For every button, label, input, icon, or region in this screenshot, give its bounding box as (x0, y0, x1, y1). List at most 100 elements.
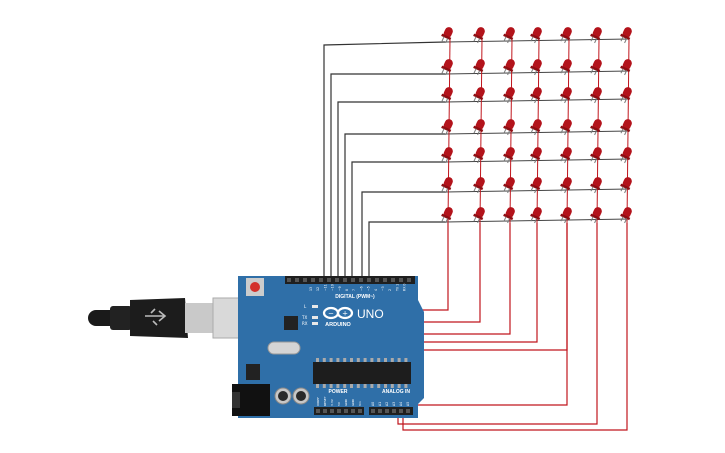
header-pin[interactable] (330, 409, 334, 413)
led-rim (560, 93, 571, 101)
header-pin[interactable] (385, 409, 389, 413)
led[interactable] (558, 25, 574, 44)
header-pin[interactable] (323, 409, 327, 413)
led[interactable] (471, 25, 487, 44)
header-pin[interactable] (391, 278, 395, 282)
led[interactable] (528, 25, 544, 44)
header-pin[interactable] (303, 278, 307, 282)
led[interactable] (471, 117, 487, 136)
led[interactable] (439, 25, 455, 44)
crystal (267, 341, 301, 355)
led-leg (473, 96, 477, 102)
led[interactable] (471, 175, 487, 194)
led-body (562, 59, 572, 70)
led-leg (620, 186, 624, 192)
led-body (622, 177, 632, 188)
led[interactable] (588, 175, 604, 194)
led[interactable] (528, 117, 544, 136)
header-pin[interactable] (399, 278, 403, 282)
led[interactable] (558, 145, 574, 164)
header-pin[interactable] (399, 409, 403, 413)
led[interactable] (558, 117, 574, 136)
led[interactable] (618, 57, 634, 76)
led-leg (445, 130, 449, 136)
header-pin[interactable] (295, 278, 299, 282)
led-leg (441, 96, 445, 102)
led[interactable] (588, 85, 604, 104)
power-label: POWER (329, 389, 348, 395)
led[interactable] (528, 145, 544, 164)
header-pin[interactable] (327, 278, 331, 282)
header-pin[interactable] (358, 409, 362, 413)
led[interactable] (558, 175, 574, 194)
led[interactable] (439, 175, 455, 194)
led[interactable] (439, 85, 455, 104)
led[interactable] (588, 57, 604, 76)
matrix-row-line (444, 130, 630, 135)
header-pin[interactable] (351, 278, 355, 282)
chip-pin (384, 358, 387, 362)
header-pin[interactable] (344, 409, 348, 413)
led-leg (594, 188, 598, 194)
led[interactable] (439, 117, 455, 136)
led-leg (530, 68, 534, 74)
led[interactable] (588, 25, 604, 44)
led[interactable] (501, 205, 517, 224)
header-pin[interactable] (371, 409, 375, 413)
led[interactable] (558, 205, 574, 224)
led[interactable] (618, 117, 634, 136)
led[interactable] (471, 57, 487, 76)
led[interactable] (618, 145, 634, 164)
header-pin[interactable] (359, 278, 363, 282)
led[interactable] (528, 57, 544, 76)
chip-pin (356, 384, 360, 388)
header-pin[interactable] (351, 409, 355, 413)
led[interactable] (588, 117, 604, 136)
led[interactable] (501, 117, 517, 136)
header-pin[interactable] (335, 278, 339, 282)
header-pin[interactable] (407, 278, 411, 282)
led[interactable] (588, 145, 604, 164)
led[interactable] (501, 145, 517, 164)
header-pin[interactable] (343, 278, 347, 282)
led[interactable] (528, 175, 544, 194)
led[interactable] (588, 205, 604, 224)
led[interactable] (618, 85, 634, 104)
svg-text:+: + (342, 310, 348, 318)
header-pin[interactable] (375, 278, 379, 282)
led[interactable] (471, 205, 487, 224)
capacitor-top (278, 391, 288, 401)
header-pin[interactable] (319, 278, 323, 282)
led-leg (503, 68, 507, 74)
header-pin[interactable] (311, 278, 315, 282)
header-pin[interactable] (316, 409, 320, 413)
header-pin[interactable] (378, 409, 382, 413)
led[interactable] (501, 25, 517, 44)
led[interactable] (618, 175, 634, 194)
chip-pin (377, 384, 381, 388)
header-pin[interactable] (392, 409, 396, 413)
header-pin[interactable] (337, 409, 341, 413)
header-pin[interactable] (287, 278, 291, 282)
led[interactable] (471, 145, 487, 164)
led[interactable] (439, 205, 455, 224)
led[interactable] (618, 205, 634, 224)
usb-cable[interactable] (88, 297, 264, 339)
led[interactable] (501, 175, 517, 194)
led[interactable] (471, 85, 487, 104)
led[interactable] (501, 57, 517, 76)
header-pin[interactable] (383, 278, 387, 282)
header-pin[interactable] (367, 278, 371, 282)
led[interactable] (528, 85, 544, 104)
reset-button-cap[interactable] (250, 282, 260, 292)
led[interactable] (501, 85, 517, 104)
led[interactable] (528, 205, 544, 224)
led[interactable] (439, 57, 455, 76)
led[interactable] (439, 145, 455, 164)
digital-pin-label: ~10 (331, 284, 335, 291)
header-pin[interactable] (406, 409, 410, 413)
led[interactable] (618, 25, 634, 44)
led[interactable] (558, 85, 574, 104)
led[interactable] (558, 57, 574, 76)
